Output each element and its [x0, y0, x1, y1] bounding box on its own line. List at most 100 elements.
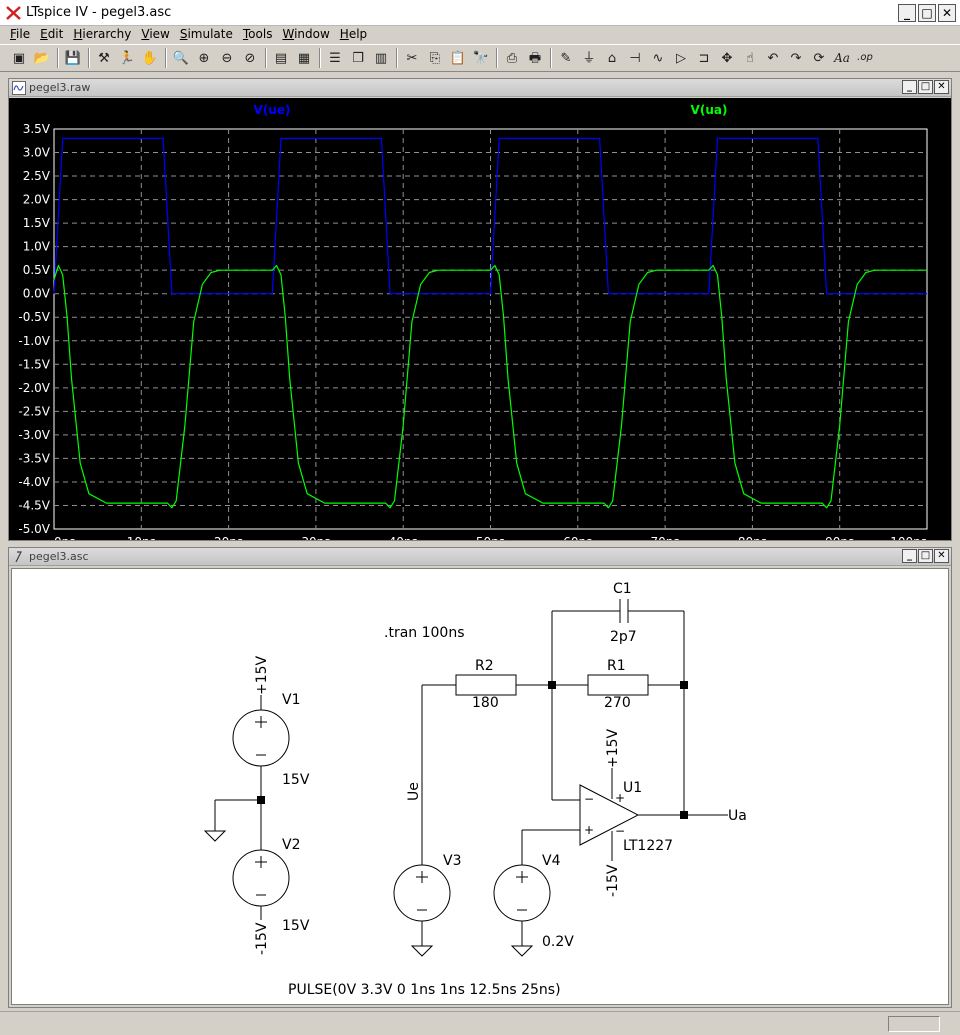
menu-simulate[interactable]: Simulate [179, 27, 233, 41]
zoom-cancel-icon: ⊘ [244, 50, 256, 66]
trace-v-ua[interactable] [53, 264, 927, 509]
diode-button[interactable]: ▷ [670, 47, 692, 69]
u1-model[interactable]: LT1227 [623, 838, 673, 854]
zoom-area-button[interactable]: ⊕ [193, 47, 215, 69]
r2-name[interactable]: R2 [475, 658, 494, 674]
menu-help[interactable]: Help [339, 27, 368, 41]
move-button[interactable]: ✥ [716, 47, 738, 69]
legend-v-ua[interactable]: V(ua) [691, 103, 728, 117]
print-setup-icon: ⎙ [506, 50, 518, 66]
spice-directive-button[interactable]: .op [854, 47, 876, 69]
maximize-icon: □ [921, 6, 933, 20]
r1-value[interactable]: 270 [604, 695, 631, 711]
edit-plot-button[interactable]: ▦ [293, 47, 315, 69]
v3-name[interactable]: V3 [443, 853, 461, 869]
c1-value[interactable]: 2p7 [610, 629, 637, 645]
copy-button[interactable]: ⎘ [424, 47, 446, 69]
x-tick-label: 40ns [389, 535, 418, 540]
control-panel-button[interactable]: ⚒ [93, 47, 115, 69]
plot-minimize-button[interactable]: _ [902, 80, 917, 94]
run-button[interactable]: 🏃 [116, 47, 138, 69]
component-button[interactable]: ⊐ [693, 47, 715, 69]
toolbar-separator [265, 48, 267, 68]
print-button[interactable]: 🖶 [524, 47, 546, 69]
spice-directive[interactable]: .tran 100ns [384, 625, 465, 641]
plot-window-titlebar[interactable]: pegel3.raw _ □ ✕ [9, 79, 951, 97]
schematic-close-button[interactable]: ✕ [934, 549, 949, 563]
v1-net-label[interactable]: +15V [254, 655, 270, 695]
zoom-cancel-button[interactable]: ⊘ [239, 47, 261, 69]
draw-wire-button[interactable]: ✎ [555, 47, 577, 69]
label-net-button[interactable]: ⌂ [601, 47, 623, 69]
schematic-drawing[interactable]: .tran 100ns V1 15V V2 15V V3 V4 0.2V R2 … [12, 569, 950, 1007]
menu-tools[interactable]: Tools [242, 27, 273, 41]
c1-name[interactable]: C1 [613, 581, 632, 597]
plot-close-button[interactable]: ✕ [934, 80, 949, 94]
u1-name[interactable]: U1 [623, 780, 642, 796]
v2-net-label[interactable]: -15V [254, 922, 270, 955]
v3-value[interactable]: PULSE(0V 3.3V 0 1ns 1ns 12.5ns 25ns) [288, 982, 561, 998]
tile-vertical-button[interactable]: ▥ [370, 47, 392, 69]
redo-button[interactable]: ↷ [785, 47, 807, 69]
schematic-minimize-button[interactable]: _ [902, 549, 917, 563]
v1-name[interactable]: V1 [282, 692, 300, 708]
menu-edit[interactable]: Edit [40, 27, 64, 41]
output-net-label[interactable]: Ua [728, 808, 747, 824]
zoom-out-button[interactable]: ⊖ [216, 47, 238, 69]
input-net-label[interactable]: Ue [406, 782, 422, 801]
new-schematic-button[interactable]: ▣ [8, 47, 30, 69]
cut-button[interactable]: ✂ [401, 47, 423, 69]
capacitor-button[interactable]: ⊣ [624, 47, 646, 69]
open-button[interactable]: 📂 [31, 47, 53, 69]
close-icon: ✕ [941, 6, 953, 20]
u1-positive-supply-label[interactable]: +15V [605, 728, 621, 768]
save-button[interactable]: 💾 [62, 47, 84, 69]
x-tick-label: 10ns [127, 535, 156, 540]
trace-v-ue[interactable] [53, 137, 927, 295]
autorange-button[interactable]: ▤ [270, 47, 292, 69]
inductor-button[interactable]: ∿ [647, 47, 669, 69]
u1-opamp-symbol[interactable] [579, 784, 640, 846]
plot-area[interactable]: 0ns10ns20ns30ns40ns50ns60ns70ns80ns90ns1… [9, 98, 951, 549]
pan-hand-button[interactable]: ✋ [139, 47, 161, 69]
menu-hierarchy[interactable]: Hierarchy [73, 27, 132, 41]
close-button[interactable]: ✕ [938, 4, 956, 22]
schematic-maximize-button[interactable]: □ [918, 549, 933, 563]
v4-value[interactable]: 0.2V [542, 934, 574, 950]
u1-noninverting-input-sign: + [584, 823, 594, 837]
print-setup-button[interactable]: ⎙ [501, 47, 523, 69]
x-tick-label: 70ns [651, 535, 680, 540]
v4-name[interactable]: V4 [542, 853, 561, 869]
text-button[interactable]: Aa [831, 47, 853, 69]
v2-name[interactable]: V2 [282, 837, 300, 853]
drag-button[interactable]: ☝ [739, 47, 761, 69]
zoom-in-button[interactable]: 🔍 [170, 47, 192, 69]
waveform-plot[interactable]: 0ns10ns20ns30ns40ns50ns60ns70ns80ns90ns1… [9, 98, 951, 549]
plot-maximize-button[interactable]: □ [918, 80, 933, 94]
x-tick-label: 90ns [825, 535, 854, 540]
schematic-window-titlebar[interactable]: pegel3.asc _ □ ✕ [9, 548, 951, 566]
minimize-button[interactable]: _ [898, 4, 916, 22]
schematic-canvas[interactable]: .tran 100ns V1 15V V2 15V V3 V4 0.2V R2 … [11, 568, 949, 1005]
v1-value[interactable]: 15V [282, 772, 310, 788]
paste-button[interactable]: 📋 [447, 47, 469, 69]
v2-value[interactable]: 15V [282, 918, 310, 934]
menu-window[interactable]: Window [282, 27, 330, 41]
r2-resistor-symbol[interactable] [455, 674, 517, 696]
r1-name[interactable]: R1 [607, 658, 626, 674]
draw-wire-icon: ✎ [560, 50, 572, 66]
undo-button[interactable]: ↶ [762, 47, 784, 69]
rotate-button[interactable]: ⟳ [808, 47, 830, 69]
find-button[interactable]: 🔭 [470, 47, 492, 69]
x-tick-label: 100ns [890, 535, 927, 540]
menu-file[interactable]: File [10, 27, 31, 41]
r2-value[interactable]: 180 [472, 695, 499, 711]
legend-v-ue[interactable]: V(ue) [254, 103, 291, 117]
r1-resistor-symbol[interactable] [587, 674, 649, 696]
tile-horizontal-button[interactable]: ☰ [324, 47, 346, 69]
cascade-button[interactable]: ❐ [347, 47, 369, 69]
menu-view[interactable]: View [141, 27, 170, 41]
maximize-button[interactable]: □ [918, 4, 936, 22]
u1-negative-supply-label[interactable]: -15V [605, 864, 621, 897]
ground-button[interactable]: ⏚ [578, 47, 600, 69]
